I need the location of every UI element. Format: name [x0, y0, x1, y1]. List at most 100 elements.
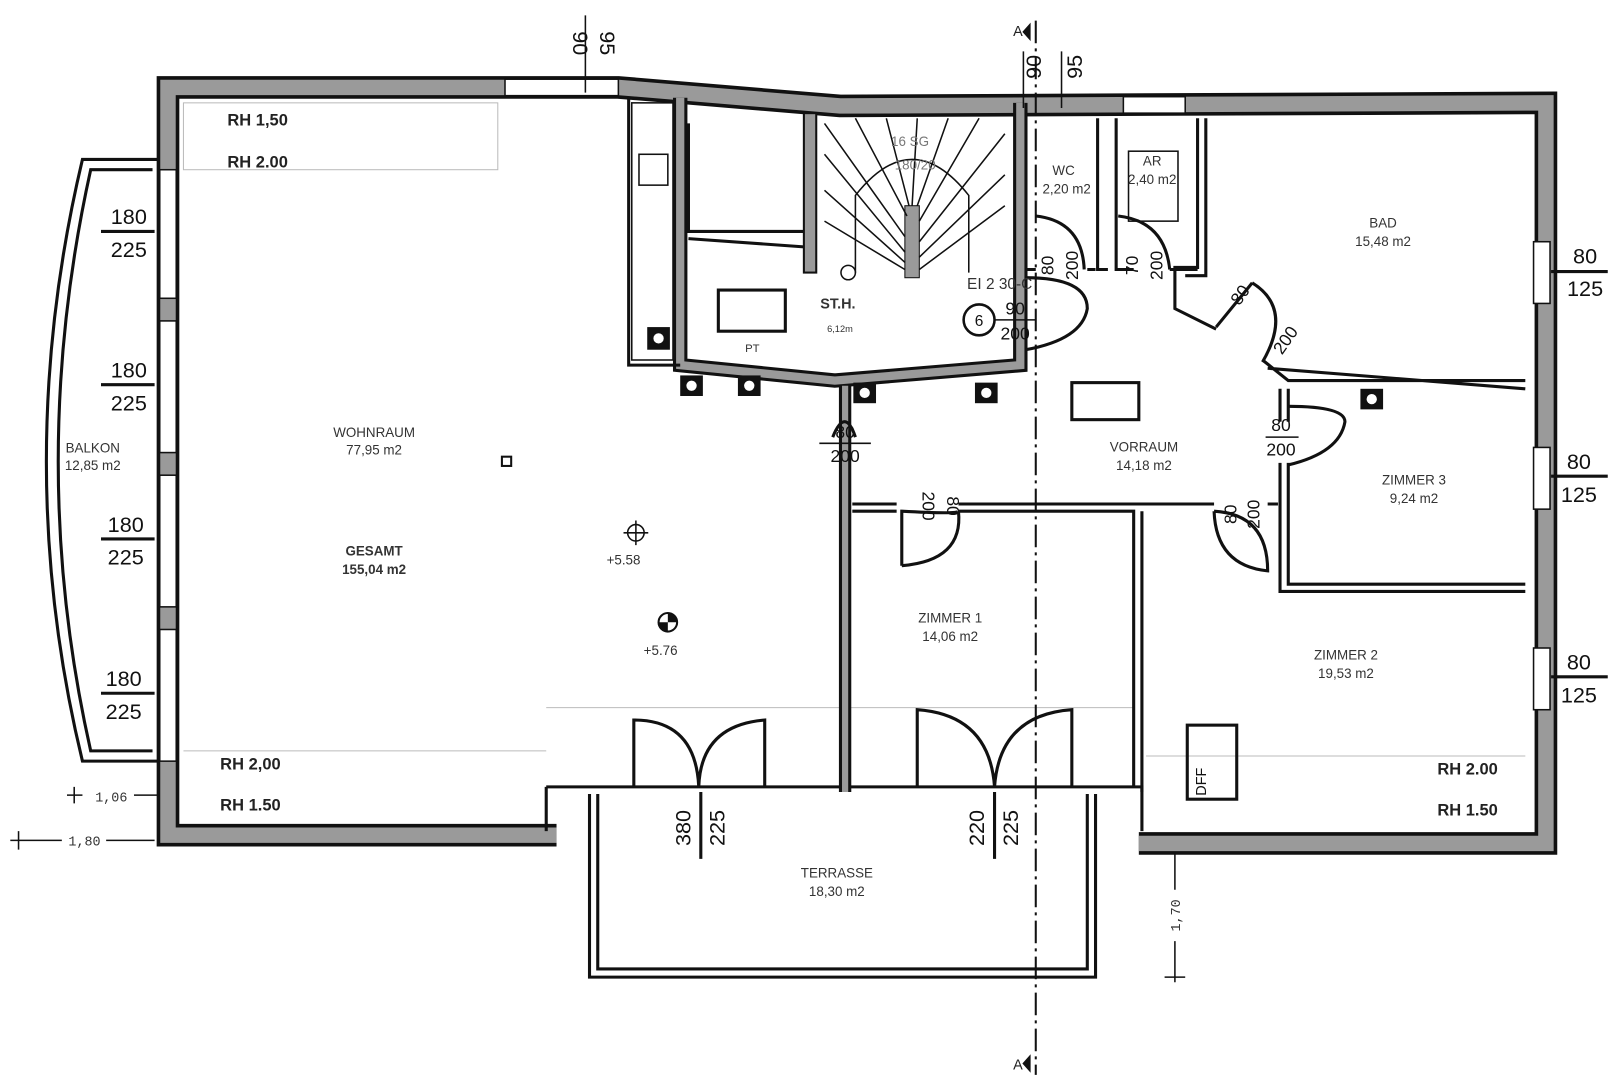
- room-labels: BALKON 12,85 m2 WOHNRAUM 77,95 m2 GESAMT…: [65, 154, 1446, 899]
- dff-label: DFF: [1194, 768, 1210, 796]
- window-height: 225: [108, 545, 144, 570]
- window-height: 225: [106, 699, 142, 724]
- door-height: 200: [830, 446, 859, 466]
- door-height: 200: [1147, 251, 1167, 280]
- section-marker-top: A: [1013, 24, 1023, 40]
- balkon-outline-inner: [56, 168, 153, 753]
- stair-steps: 16 SG: [891, 134, 929, 149]
- window-width: 80: [1567, 449, 1591, 474]
- rh-label: RH 2.00: [1437, 761, 1497, 779]
- top-dim-a: 90: [568, 31, 593, 55]
- pt-label: PT: [745, 343, 760, 355]
- windows: [158, 78, 1551, 762]
- chimney: [500, 455, 513, 467]
- door-width: 80: [1271, 415, 1291, 435]
- room-area: 14,06 m2: [922, 629, 978, 644]
- cabinet: [1070, 381, 1141, 422]
- window-width: 180: [106, 666, 142, 691]
- door-height: 200: [1243, 499, 1263, 528]
- rh-label: RH 2,00: [220, 755, 280, 773]
- window-height: 125: [1561, 683, 1597, 708]
- offset-dim: 1,06: [95, 791, 127, 806]
- window-width: 180: [108, 512, 144, 537]
- left-window-dims: 180 225 180 225 180 225 180 225: [100, 204, 155, 724]
- door-height: 200: [1062, 251, 1082, 280]
- section-dim-b: 95: [1062, 55, 1087, 79]
- window-height: 125: [1561, 482, 1597, 507]
- section-marker-bottom: A: [1013, 1058, 1023, 1074]
- door-height: 225: [705, 810, 730, 846]
- fire-door-number: 6: [975, 313, 984, 330]
- door-width: 80: [835, 422, 855, 442]
- kitchen-counter: [630, 102, 674, 361]
- balkon-outline: [44, 157, 160, 763]
- room-name: BAD: [1369, 215, 1397, 230]
- stair-ratio: 180/20: [895, 158, 936, 173]
- rh-label: RH 1.50: [1437, 802, 1497, 820]
- fire-door: EI 2 30-C 6 90 200: [962, 276, 1036, 343]
- door-width: 90: [1005, 299, 1025, 319]
- room-name: VORRAUM: [1110, 440, 1178, 455]
- stair-labels: 16 SG 180/20 ST.H. 6,12m PT: [745, 134, 936, 355]
- room-name: ZIMMER 1: [918, 610, 982, 625]
- dff-box: [1185, 723, 1239, 801]
- room-area: 14,18 m2: [1116, 458, 1172, 473]
- door-height: 225: [998, 810, 1023, 846]
- level-markers: [623, 520, 679, 633]
- door-width: 220: [964, 810, 989, 846]
- level-label: +5.76: [644, 643, 678, 658]
- section-dim-a: 90: [1021, 55, 1046, 79]
- room-area: 18,30 m2: [809, 884, 865, 899]
- rh-label: RH 2.00: [227, 154, 287, 172]
- door-width: 80: [1221, 504, 1241, 524]
- top-dim-b: 95: [595, 31, 620, 55]
- room-area: 2,20 m2: [1042, 181, 1090, 196]
- terrasse-outline: [544, 785, 1144, 979]
- room-name: ZIMMER 3: [1382, 472, 1446, 487]
- door-swings: [632, 214, 1347, 787]
- offset-dims: [10, 15, 1186, 983]
- level-label: +5.58: [607, 553, 641, 568]
- shafts: [680, 375, 1384, 410]
- offset-dim: 1,80: [68, 835, 100, 850]
- window-width: 80: [1567, 650, 1591, 675]
- door-width: 80: [943, 496, 963, 516]
- total-label: GESAMT: [345, 543, 403, 558]
- room-name: TERRASSE: [801, 865, 873, 880]
- rh-label: RH 1,50: [227, 111, 287, 129]
- cabinet: [716, 288, 787, 333]
- door-width: 380: [670, 810, 695, 846]
- door-width: 70: [1122, 255, 1142, 275]
- stair-size: 6,12m: [827, 324, 853, 334]
- window-width: 180: [111, 204, 147, 229]
- door-height: 200: [1266, 440, 1295, 460]
- door-width: 80: [1037, 255, 1057, 275]
- staircase: [823, 117, 1006, 281]
- window-height: 225: [111, 237, 147, 262]
- total-area: 155,04 m2: [342, 562, 406, 577]
- window-height: 225: [111, 390, 147, 415]
- window-width: 80: [1573, 243, 1597, 268]
- window-height: 125: [1567, 276, 1603, 301]
- room-area: 12,85 m2: [65, 458, 121, 473]
- window-width: 180: [111, 358, 147, 383]
- room-name: BALKON: [66, 441, 120, 456]
- room-area: 19,53 m2: [1318, 666, 1374, 681]
- room-area: 2,40 m2: [1128, 172, 1176, 187]
- room-name: ZIMMER 2: [1314, 647, 1378, 662]
- room-name: WC: [1052, 163, 1075, 178]
- section-line: [1022, 20, 1037, 1075]
- room-area: 15,48 m2: [1355, 234, 1411, 249]
- ar-shelf: [1127, 150, 1179, 222]
- room-area: 9,24 m2: [1390, 491, 1438, 506]
- stair-label: ST.H.: [820, 297, 855, 313]
- rh-label: RH 1.50: [220, 797, 280, 815]
- door-height: 200: [918, 491, 938, 520]
- room-name: AR: [1143, 154, 1162, 169]
- fire-door-label: EI 2 30-C: [967, 276, 1032, 293]
- interior-walls: [627, 97, 1526, 792]
- offset-dim: 1,70: [1170, 899, 1185, 931]
- door-height: 200: [1001, 323, 1030, 343]
- room-name: WOHNRAUM: [333, 425, 415, 440]
